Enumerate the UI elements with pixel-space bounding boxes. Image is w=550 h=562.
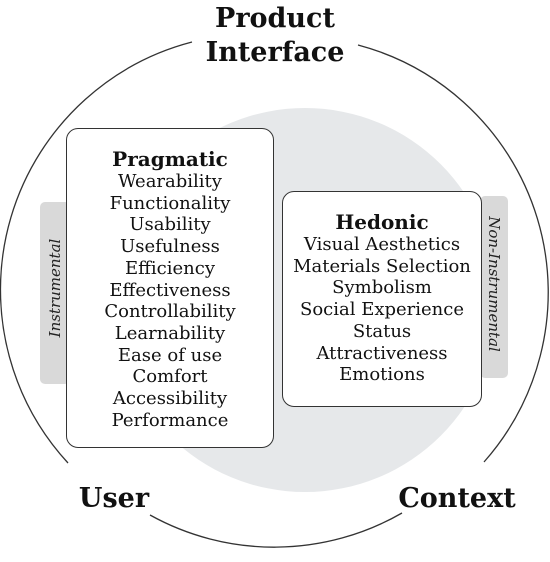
pragmatic-heading: Pragmatic [112,147,228,171]
outer-ring-arc-left [0,41,193,464]
product-interface-title-line1: Product [215,3,335,34]
pragmatic-item: Usability [129,214,211,236]
hedonic-item: Visual Aesthetics [303,234,461,255]
pragmatic-item: Learnability [114,322,226,344]
hedonic-list: Visual Aesthetics Materials Selection Sy… [283,234,481,386]
hedonic-box: Hedonic Visual Aesthetics Materials Sele… [282,191,482,407]
pragmatic-box: Pragmatic Wearability Functionality Usab… [66,128,274,448]
pragmatic-item: Accessibility [112,388,228,410]
pragmatic-item: Ease of use [117,344,223,366]
product-interface-title-line2: Interface [205,37,345,68]
instrumental-label: Instrumental [46,238,64,338]
outer-ring-arc-bottom [149,512,403,548]
pragmatic-item: Performance [111,409,229,431]
pragmatic-item: Wearability [118,171,222,192]
pragmatic-item: Controllability [104,301,236,323]
hedonic-heading: Hedonic [335,210,429,234]
pragmatic-list: Wearability Functionality Usability Usef… [67,171,273,431]
outer-ring-arc-top-right [357,44,549,463]
pragmatic-item: Effectiveness [109,279,231,301]
pragmatic-item: Comfort [132,366,208,388]
hedonic-item: Social Experience [299,299,465,321]
user-title: User [78,483,150,514]
non-instrumental-label: Non-Instrumental [485,216,503,352]
pragmatic-item: Usefulness [120,236,220,258]
instrumental-tab [40,202,70,384]
hedonic-item: Attractiveness [316,342,448,364]
context-title: Context [398,483,516,514]
hedonic-item: Status [352,320,412,342]
hedonic-item: Symbolism [332,277,432,299]
hedonic-item: Materials Selection [293,255,471,277]
hedonic-item: Emotions [339,364,425,386]
pragmatic-item: Functionality [109,192,231,214]
product-interface-title: Product Interface [175,2,375,70]
non-instrumental-tab [480,196,508,378]
pragmatic-item: Efficiency [124,257,216,279]
